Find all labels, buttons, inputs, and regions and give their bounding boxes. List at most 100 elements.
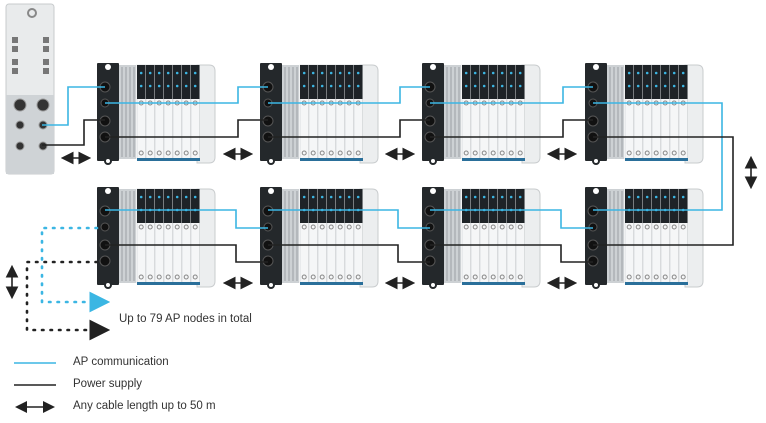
port-icon bbox=[671, 224, 677, 230]
valve-solenoid bbox=[300, 189, 309, 223]
port-icon bbox=[671, 274, 677, 280]
valve-led bbox=[645, 84, 649, 88]
valve-led bbox=[509, 195, 513, 199]
port-icon bbox=[337, 150, 343, 156]
valve-solenoid bbox=[309, 189, 318, 223]
valve-solenoid bbox=[173, 65, 182, 99]
port-icon bbox=[517, 150, 523, 156]
valve-led bbox=[302, 195, 306, 199]
valve-led bbox=[473, 71, 477, 75]
valve-solenoid bbox=[462, 189, 471, 223]
port-icon bbox=[301, 274, 307, 280]
port-icon bbox=[310, 150, 316, 156]
valve-led bbox=[302, 71, 306, 75]
port-icon bbox=[671, 150, 677, 156]
valve-terminal-node bbox=[422, 187, 541, 289]
valve-terminal-node bbox=[97, 187, 216, 289]
valve-led bbox=[338, 195, 342, 199]
valve-led bbox=[482, 84, 486, 88]
port-icon bbox=[499, 150, 505, 156]
valve-led bbox=[320, 195, 324, 199]
valve-led bbox=[347, 71, 351, 75]
valve-led bbox=[166, 84, 170, 88]
port-icon bbox=[472, 150, 478, 156]
mount-hole bbox=[430, 64, 436, 70]
valve-solenoid bbox=[670, 189, 679, 223]
port-icon bbox=[319, 274, 325, 280]
end-plate bbox=[196, 64, 216, 164]
end-plate bbox=[196, 188, 216, 288]
port-icon bbox=[635, 224, 641, 230]
valve-solenoid bbox=[462, 65, 471, 99]
port-icon bbox=[644, 274, 650, 280]
port-icon bbox=[328, 274, 334, 280]
valve-solenoid bbox=[182, 189, 191, 223]
valve-solenoid bbox=[652, 189, 661, 223]
valve-led bbox=[654, 195, 658, 199]
port-icon bbox=[644, 224, 650, 230]
m12-connector bbox=[100, 222, 110, 232]
m12-connector bbox=[263, 222, 273, 232]
valve-led bbox=[509, 84, 513, 88]
port-icon bbox=[490, 224, 496, 230]
valve-led bbox=[636, 84, 640, 88]
port-icon bbox=[319, 150, 325, 156]
valve-solenoid bbox=[309, 65, 318, 99]
end-plate bbox=[684, 188, 704, 288]
valve-led bbox=[491, 71, 495, 75]
valve-led bbox=[473, 195, 477, 199]
mount-hole bbox=[105, 188, 111, 194]
valve-solenoid bbox=[480, 189, 489, 223]
power-cable bbox=[430, 119, 593, 138]
port-icon bbox=[481, 150, 487, 156]
power-cable bbox=[430, 244, 593, 263]
port-icon bbox=[156, 150, 162, 156]
valve-led bbox=[148, 84, 152, 88]
valve-led bbox=[500, 84, 504, 88]
port-icon bbox=[508, 150, 514, 156]
valve-led bbox=[311, 84, 315, 88]
cable-length-arrows bbox=[5, 147, 758, 300]
valve-solenoid bbox=[318, 65, 327, 99]
valve-led bbox=[166, 71, 170, 75]
mount-hole bbox=[268, 188, 274, 194]
port-icon bbox=[490, 150, 496, 156]
valve-solenoid bbox=[670, 65, 679, 99]
power-cable bbox=[268, 244, 430, 263]
port-icon bbox=[355, 274, 361, 280]
valve-led bbox=[482, 195, 486, 199]
valve-solenoid bbox=[471, 65, 480, 99]
io-led bbox=[12, 46, 18, 52]
power-cable bbox=[105, 119, 268, 138]
valve-led bbox=[681, 195, 685, 199]
port-icon bbox=[680, 150, 686, 156]
port-icon bbox=[310, 224, 316, 230]
valve-led bbox=[193, 71, 197, 75]
port-icon bbox=[156, 224, 162, 230]
ap-cable bbox=[105, 209, 268, 229]
port-icon bbox=[183, 150, 189, 156]
port-icon bbox=[174, 224, 180, 230]
cooling-fins bbox=[119, 189, 136, 283]
valve-solenoid bbox=[164, 65, 173, 99]
port-icon bbox=[346, 150, 352, 156]
valve-solenoid bbox=[661, 189, 670, 223]
valve-led bbox=[320, 84, 324, 88]
port-icon bbox=[490, 274, 496, 280]
valve-led bbox=[672, 84, 676, 88]
valve-led bbox=[464, 84, 468, 88]
valve-solenoid bbox=[137, 189, 146, 223]
port-icon bbox=[463, 150, 469, 156]
power-cable bbox=[105, 244, 268, 263]
mount-hole bbox=[592, 281, 600, 289]
io-led bbox=[43, 46, 49, 52]
valve-solenoid bbox=[679, 189, 688, 223]
mount-hole bbox=[104, 157, 112, 165]
valve-led bbox=[193, 195, 197, 199]
io-led bbox=[12, 68, 18, 74]
port-icon bbox=[653, 224, 659, 230]
valve-led bbox=[672, 195, 676, 199]
valve-led bbox=[500, 71, 504, 75]
valve-solenoid bbox=[643, 65, 652, 99]
